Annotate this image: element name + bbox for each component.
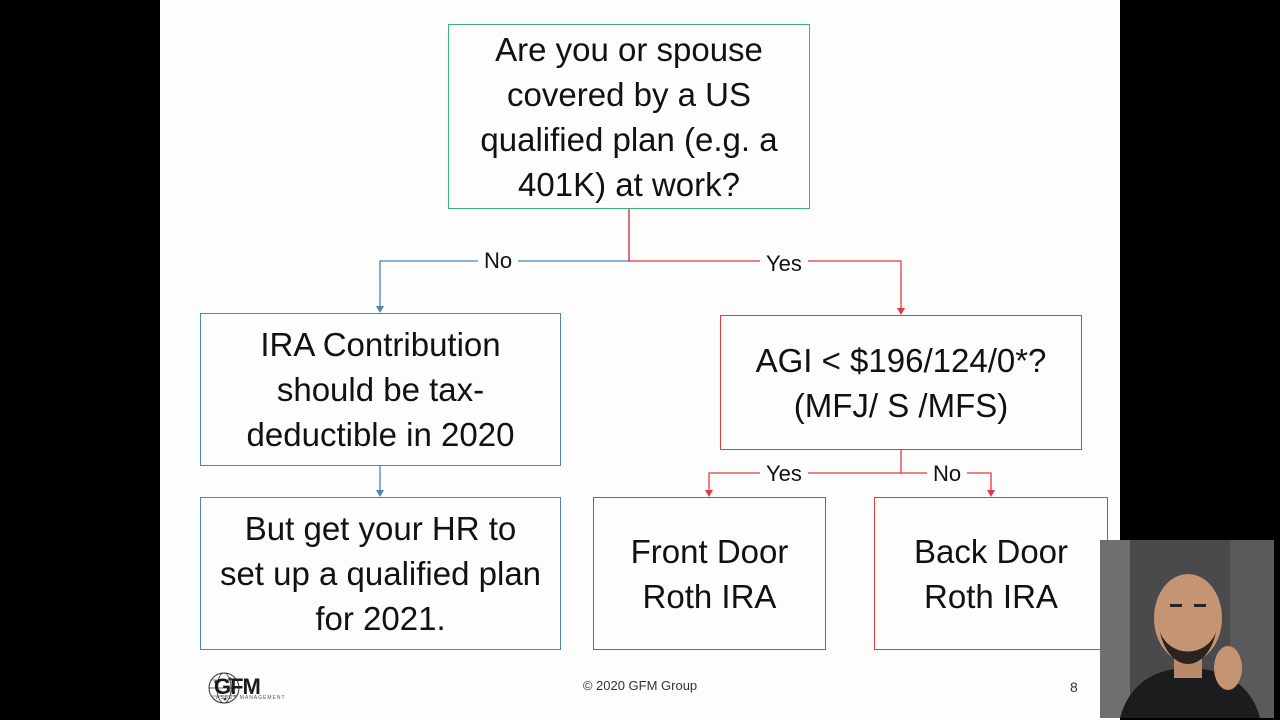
no-label: No <box>478 248 519 274</box>
hr-plan-box: But get your HR to set up a qualified pl… <box>200 497 561 650</box>
question-text: Are you or spouse covered by a US qualif… <box>480 30 778 203</box>
yes-arrowhead <box>897 308 905 315</box>
front-door-text: Front Door Roth IRA <box>630 532 789 615</box>
agi-no-arrowhead <box>987 490 995 497</box>
question-box: Are you or spouse covered by a US qualif… <box>448 24 810 209</box>
logo-text: GFM <box>214 674 261 699</box>
agi-text-line2: (MFJ/ S /MFS) <box>793 386 1009 424</box>
agi-no-label: No <box>927 461 968 487</box>
page-number: 8 <box>1070 679 1078 695</box>
ira-contribution-text: IRA Contribution should be tax-deductibl… <box>246 326 515 453</box>
ira-contribution-box: IRA Contribution should be tax-deductibl… <box>200 313 561 466</box>
back-door-box: Back Door Roth IRA <box>874 497 1108 650</box>
agi-box: AGI < $196/124/0*? (MFJ/ S /MFS) <box>720 315 1082 450</box>
agi-yes-arrowhead <box>705 490 713 497</box>
globe-logo-icon <box>208 672 240 704</box>
front-door-box: Front Door Roth IRA <box>593 497 826 650</box>
logo-subtext: ASSET MANAGEMENT <box>216 695 286 701</box>
hr-plan-text: But get your HR to set up a qualified pl… <box>219 510 542 637</box>
ira-to-hr-arrowhead <box>376 490 384 497</box>
no-arrowhead <box>376 306 384 313</box>
agi-yes-label: Yes <box>760 461 808 487</box>
agi-text-line1: AGI < $196/124/0*? <box>755 341 1047 379</box>
presenter-video-image <box>1100 540 1274 718</box>
yes-label: Yes <box>760 251 808 277</box>
back-door-text: Back Door Roth IRA <box>913 532 1069 615</box>
copyright-footer: © 2020 GFM Group <box>582 678 698 693</box>
webcam-overlay <box>1100 540 1274 718</box>
